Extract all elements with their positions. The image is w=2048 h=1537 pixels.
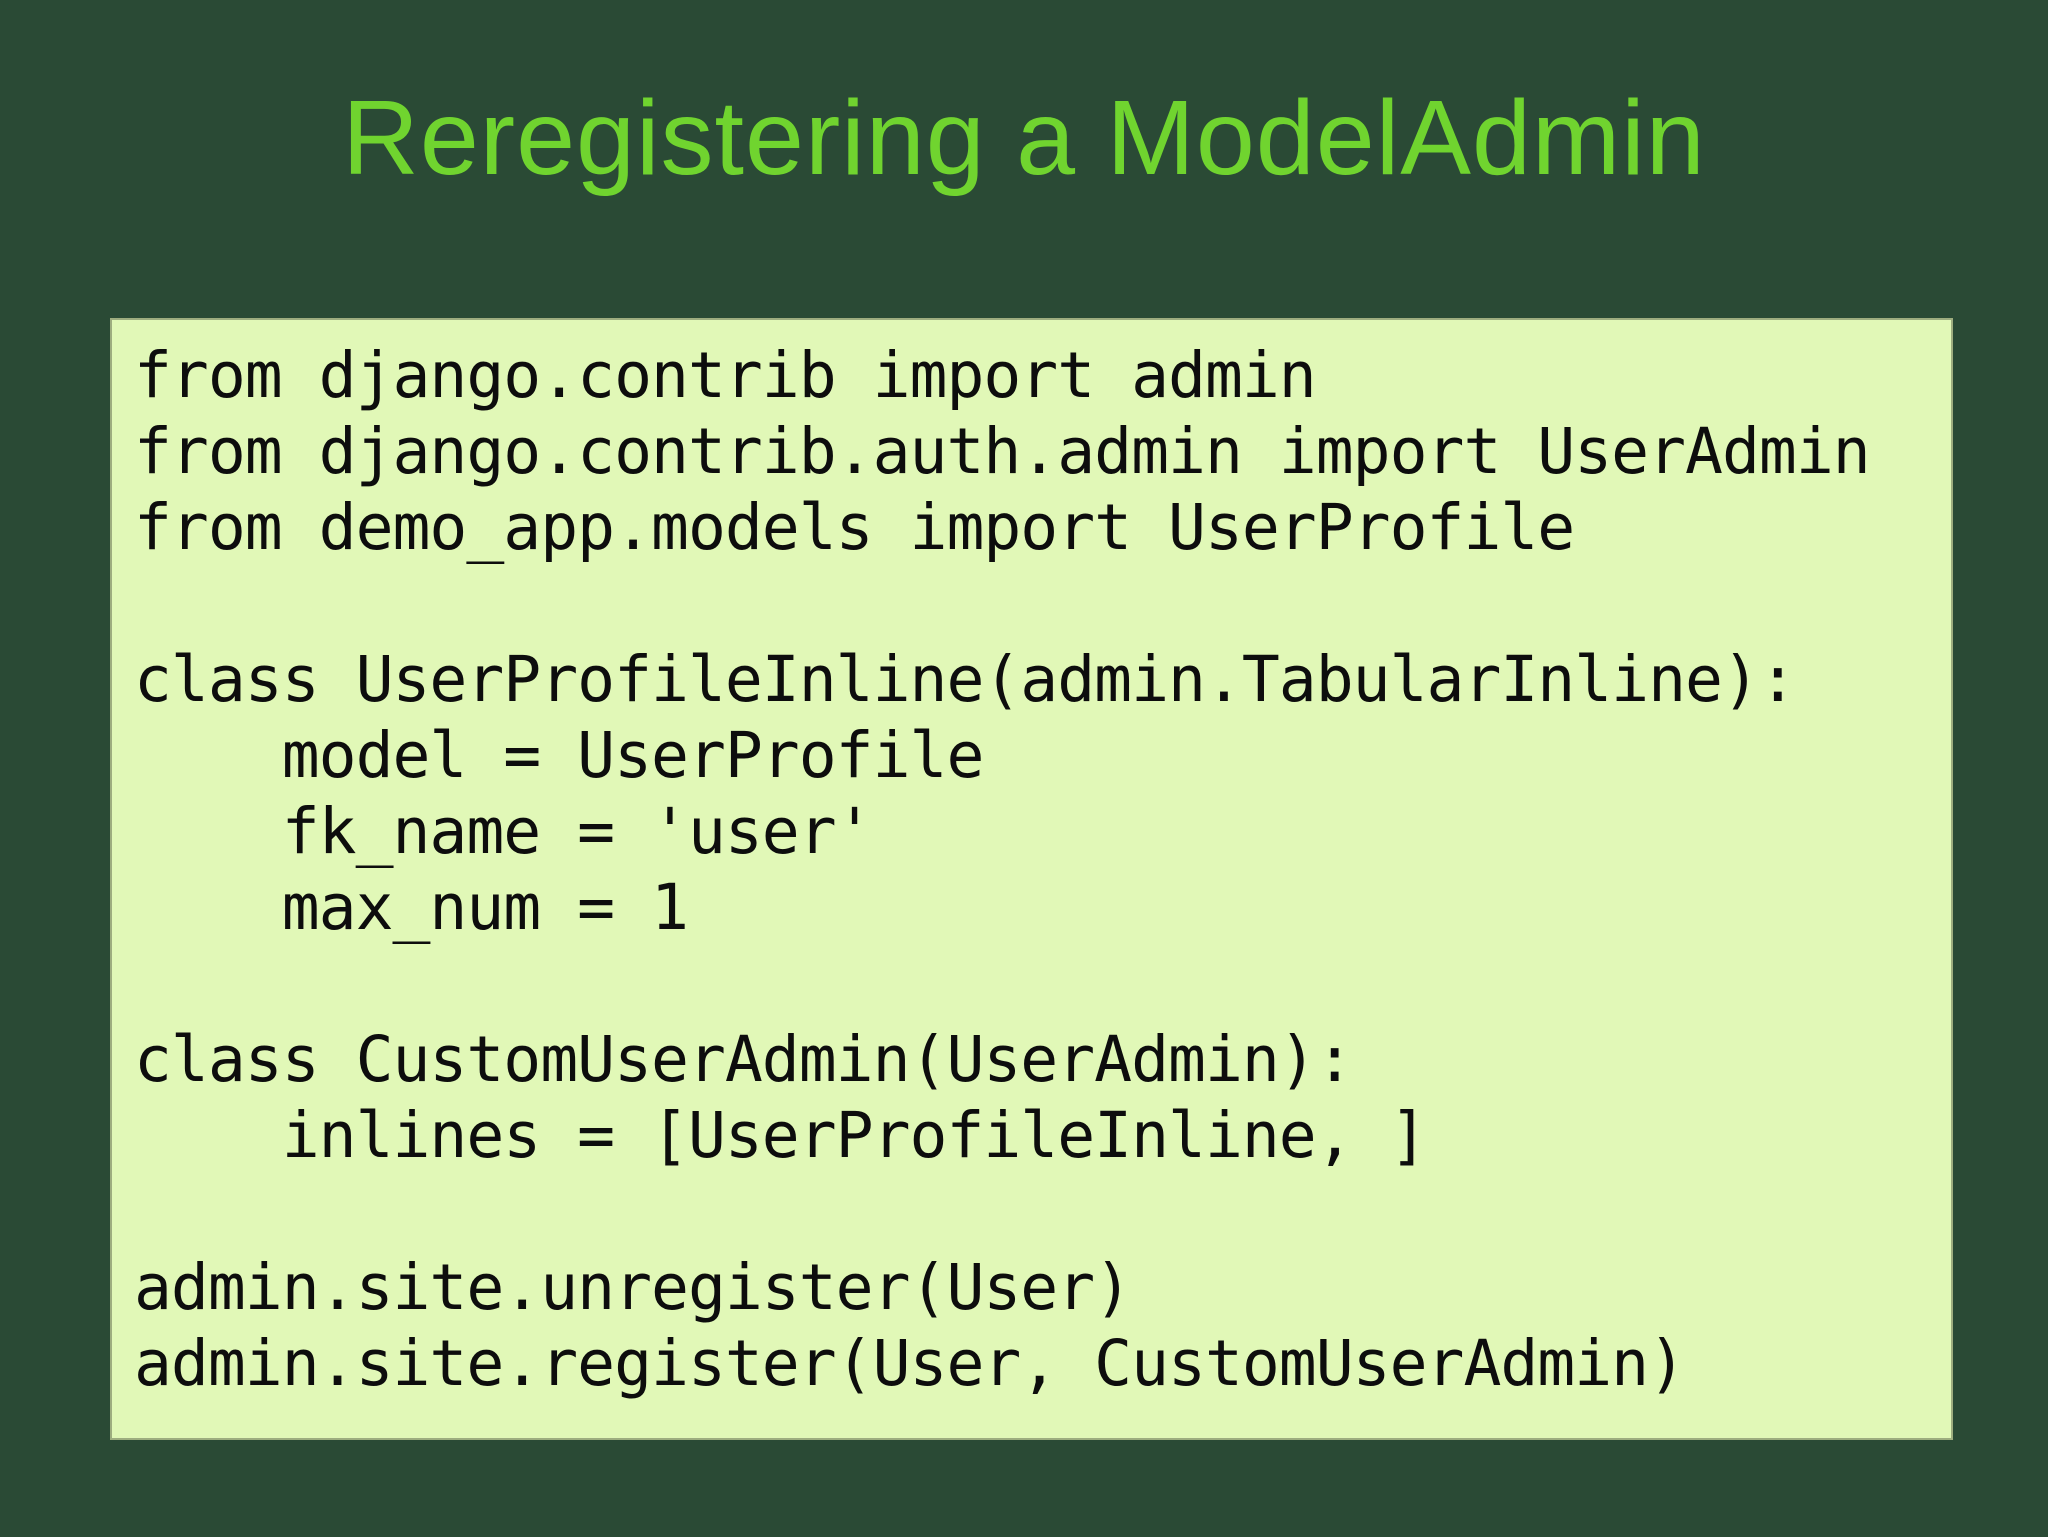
code-line <box>134 566 1931 642</box>
code-line <box>134 1174 1931 1250</box>
code-line <box>134 946 1931 1022</box>
code-line: from demo_app.models import UserProfile <box>134 491 1575 564</box>
code-line: from django.contrib.auth.admin import Us… <box>134 415 1871 488</box>
code-line: class UserProfileInline(admin.TabularInl… <box>134 643 1797 716</box>
code-line: class CustomUserAdmin(UserAdmin): <box>134 1023 1354 1096</box>
code-line: model = UserProfile <box>134 719 985 792</box>
code-line: admin.site.register(User, CustomUserAdmi… <box>134 1327 1686 1400</box>
code-block: from django.contrib import admin from dj… <box>110 318 1953 1440</box>
code-line: admin.site.unregister(User) <box>134 1251 1132 1324</box>
code-line: inlines = [UserProfileInline, ] <box>134 1099 1428 1172</box>
code-line: max_num = 1 <box>134 871 689 944</box>
code-line: from django.contrib import admin <box>134 339 1317 412</box>
slide-title: Reregistering a ModelAdmin <box>342 79 1706 197</box>
code-line: fk_name = 'user' <box>134 795 874 868</box>
